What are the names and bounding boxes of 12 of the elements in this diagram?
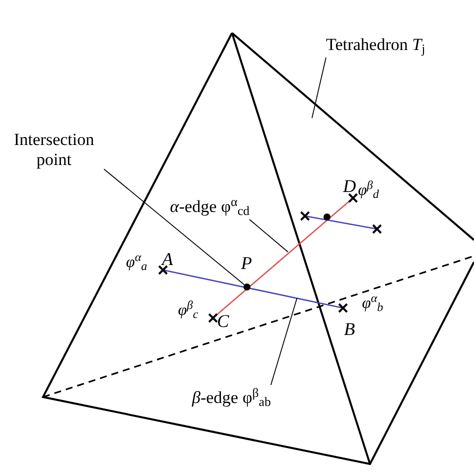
leader-line xyxy=(104,168,245,286)
point-label: D xyxy=(343,177,356,195)
callout-label: Intersection point xyxy=(4,130,104,170)
point-label: B xyxy=(344,320,355,338)
point-label: C xyxy=(217,312,230,330)
point-label: P xyxy=(241,254,252,272)
callout-label: Tetrahedron T$_{j}$ xyxy=(326,32,426,58)
leader-line xyxy=(270,298,298,386)
point-label: A xyxy=(162,250,173,268)
intersection-dot xyxy=(244,284,250,290)
leader-line xyxy=(249,219,288,252)
leader-line xyxy=(312,57,326,118)
